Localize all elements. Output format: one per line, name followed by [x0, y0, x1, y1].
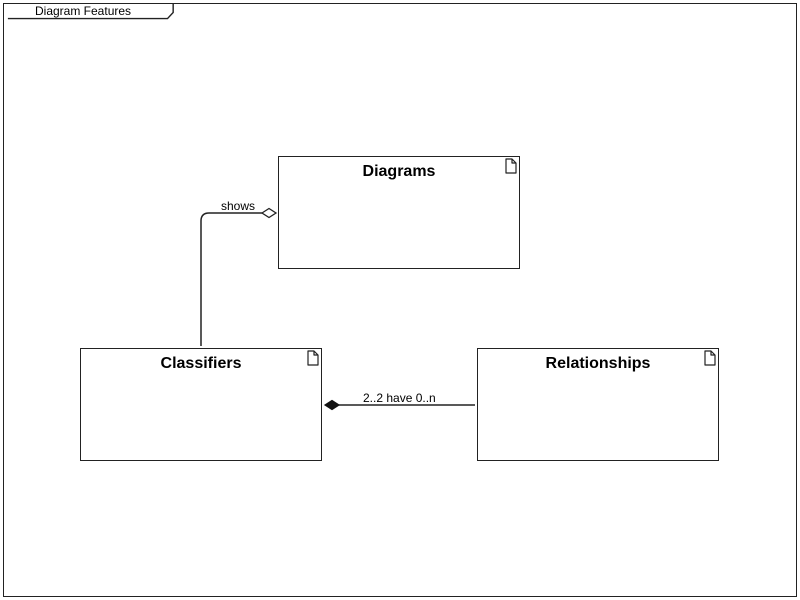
- aggregation-diamond-icon: [260, 207, 278, 219]
- frame-title-tab: [7, 3, 174, 20]
- shows-association-line: [200, 212, 262, 346]
- relationships-element[interactable]: Relationships: [477, 348, 719, 461]
- relationships-element-name: Relationships: [545, 355, 651, 372]
- document-icon: [505, 158, 517, 174]
- diagrams-element[interactable]: Diagrams: [278, 156, 520, 269]
- document-icon: [307, 350, 319, 366]
- frame-title: Diagram Features: [35, 4, 132, 18]
- diagram-frame: [3, 3, 797, 597]
- shows-association-label: shows: [221, 199, 256, 213]
- document-icon: [704, 350, 716, 366]
- diagrams-element-name: Diagrams: [362, 163, 436, 180]
- classifiers-element-name: Classifiers: [160, 355, 242, 372]
- have-association-label: 2..2 have 0..n: [363, 391, 436, 405]
- composition-diamond-icon: [323, 399, 341, 411]
- classifiers-element[interactable]: Classifiers: [80, 348, 322, 461]
